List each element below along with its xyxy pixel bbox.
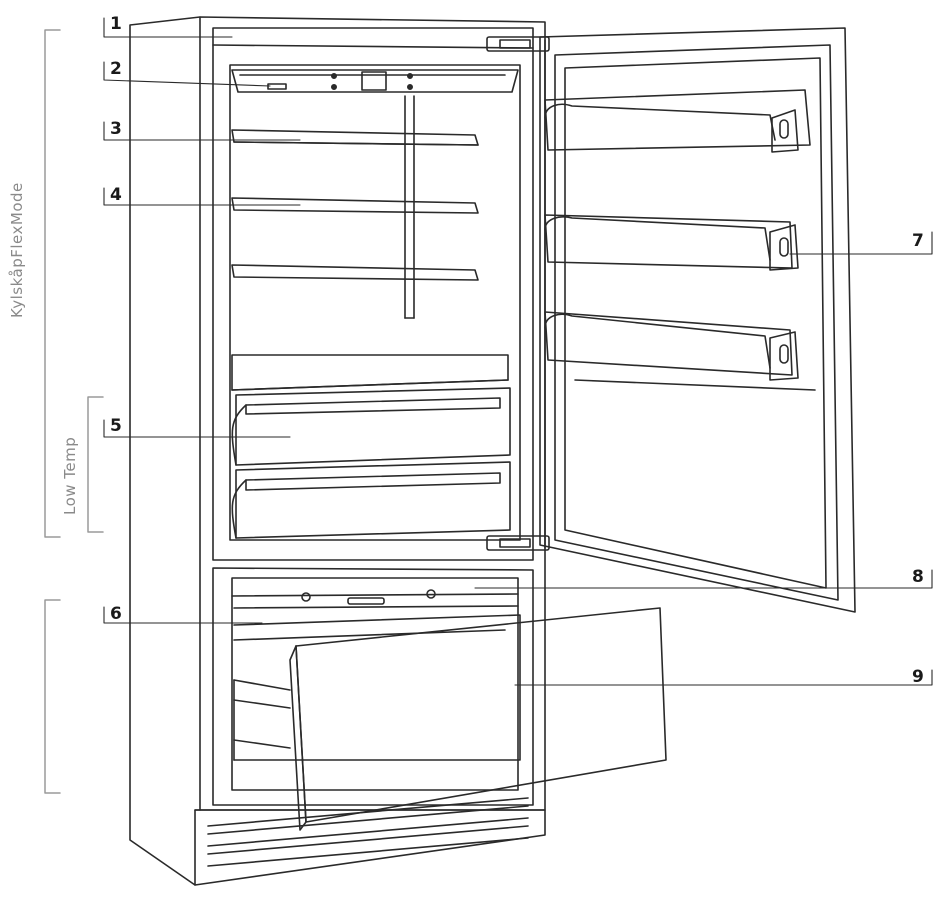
callout-3: 3 — [110, 119, 122, 139]
callout-labels: 1 2 3 4 5 6 7 8 9 — [110, 14, 924, 687]
drawer-front — [289, 607, 667, 831]
cabinet — [129, 16, 546, 886]
leader-lines — [103, 17, 933, 686]
callout-4: 4 — [110, 185, 122, 205]
door-bins — [544, 89, 811, 381]
callout-5: 5 — [110, 416, 122, 436]
side-label-main: KylskåpFlexMode — [8, 182, 26, 318]
callout-1: 1 — [110, 14, 122, 34]
shelves — [231, 129, 479, 281]
callout-2: 2 — [110, 59, 122, 79]
callout-8: 8 — [912, 567, 924, 587]
shelf-rails — [404, 95, 415, 319]
low-temp-drawers — [231, 354, 511, 539]
kick-plate — [194, 797, 546, 886]
bracket-bottom — [44, 599, 61, 794]
callout-7: 7 — [912, 231, 924, 251]
callout-9: 9 — [912, 667, 924, 687]
bracket-low-temp — [87, 396, 104, 533]
control-panel — [231, 69, 519, 93]
callout-6: 6 — [110, 604, 122, 624]
side-label-low-temp: Low Temp — [61, 437, 79, 515]
bracket-main — [44, 29, 61, 538]
bottom-compartment — [231, 589, 521, 761]
hinges — [486, 36, 550, 551]
